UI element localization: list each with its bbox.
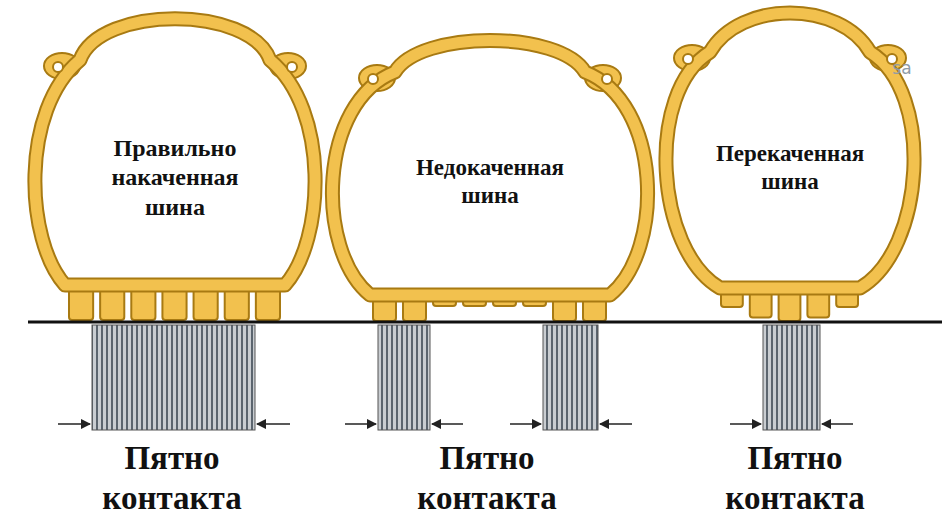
patch-label: Пятно контакта (387, 438, 587, 518)
tire-wall (35, 19, 315, 285)
contact-patch (378, 325, 430, 430)
tire-wall (666, 13, 914, 288)
width-arrow (822, 423, 853, 425)
width-arrow (257, 423, 290, 425)
patch-label: Пятно контакта (695, 438, 895, 518)
width-arrow (600, 423, 632, 425)
patch-label: Пятно контакта (72, 438, 272, 518)
bead-hole (683, 54, 693, 64)
bead-hole (602, 74, 612, 84)
ground-line (28, 321, 942, 324)
tire-wall-outline (35, 13, 914, 295)
width-arrows (58, 423, 853, 425)
bead-holes (53, 54, 897, 84)
tire-node: Недокаченная шина (390, 150, 590, 214)
contact-patch (92, 325, 255, 430)
tire-caption: Правильно накаченная шина (86, 134, 264, 222)
tire-wall (666, 13, 914, 288)
tire-caption: Недокаченная шина (396, 154, 584, 210)
bead-hole (368, 74, 378, 84)
bead-hole (53, 62, 63, 72)
tire-wall (35, 19, 315, 285)
tire-caption: Перекаченная шина (696, 140, 884, 196)
contact-patches (92, 325, 820, 430)
width-arrow (510, 423, 541, 425)
tire-wall (332, 41, 647, 296)
watermark: sa (892, 58, 911, 78)
tire-wall-body (35, 13, 914, 295)
width-arrow (345, 423, 376, 425)
width-arrow (730, 423, 761, 425)
tire-node: Перекаченная шина (690, 136, 890, 200)
contact-patch (763, 325, 820, 430)
tire-node: Правильно накаченная шина (80, 130, 270, 226)
width-arrow (432, 423, 463, 425)
tire-wall (332, 41, 647, 296)
bead-hole (287, 62, 297, 72)
contact-patch (543, 325, 598, 430)
width-arrow (58, 423, 90, 425)
bead-ears (44, 45, 906, 91)
